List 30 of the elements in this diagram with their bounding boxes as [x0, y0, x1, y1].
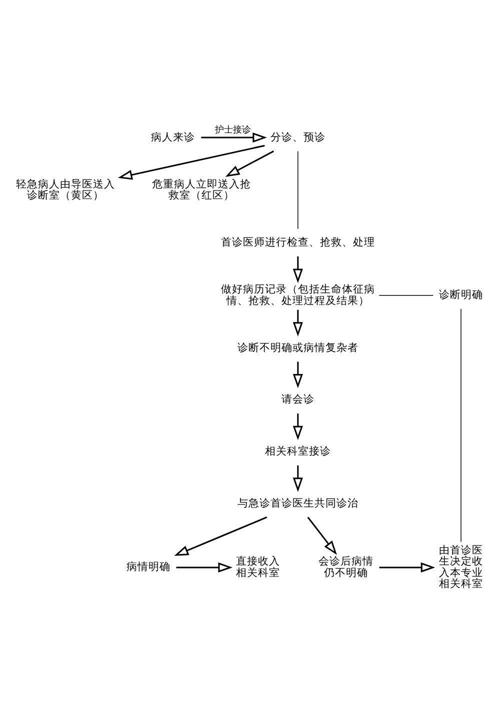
node-text: 危重病人立即送入抢救室（红区）: [152, 178, 252, 202]
arrow: [292, 309, 303, 336]
node-text: 轻急病人由导医送入诊断室（黄区）: [16, 178, 116, 202]
node-text: 诊断明确: [439, 288, 484, 301]
node-text: 由首诊医生决定收入本专业相关科室: [439, 544, 484, 590]
node-text: 首诊医师进行检查、抢救、处理: [220, 236, 375, 248]
edge-label: 护士接诊: [214, 125, 251, 136]
connector: [378, 294, 434, 296]
node-text: 会诊后病情仍不明确: [318, 555, 374, 578]
arrow: [379, 562, 436, 572]
node-text: 病情明确: [126, 560, 170, 573]
arrow: [292, 464, 303, 492]
arrow: [174, 516, 268, 556]
arrow: [225, 150, 274, 176]
arrow: [176, 562, 233, 572]
node-text: 做好病历记录（包括生命体征病情、抢救、处理过程及结果）: [220, 283, 375, 306]
node-text: 病人来诊: [151, 130, 196, 143]
arrow: [292, 413, 303, 440]
node-text: 请会诊: [281, 393, 314, 406]
node-text: 相关科室接诊: [264, 444, 331, 457]
arrow: [307, 516, 337, 554]
arrow: [292, 361, 303, 388]
node-text: 诊断不明确或病情复杂者: [237, 341, 358, 354]
connector: [460, 308, 462, 542]
arrow: [118, 144, 265, 180]
node-text: 直接收入相关科室: [236, 555, 280, 578]
arrow: [292, 256, 303, 283]
node-text: 与急诊首诊医生共同诊治: [237, 496, 358, 509]
node-text: 分诊、预诊: [270, 130, 326, 143]
arrow: [201, 132, 267, 142]
